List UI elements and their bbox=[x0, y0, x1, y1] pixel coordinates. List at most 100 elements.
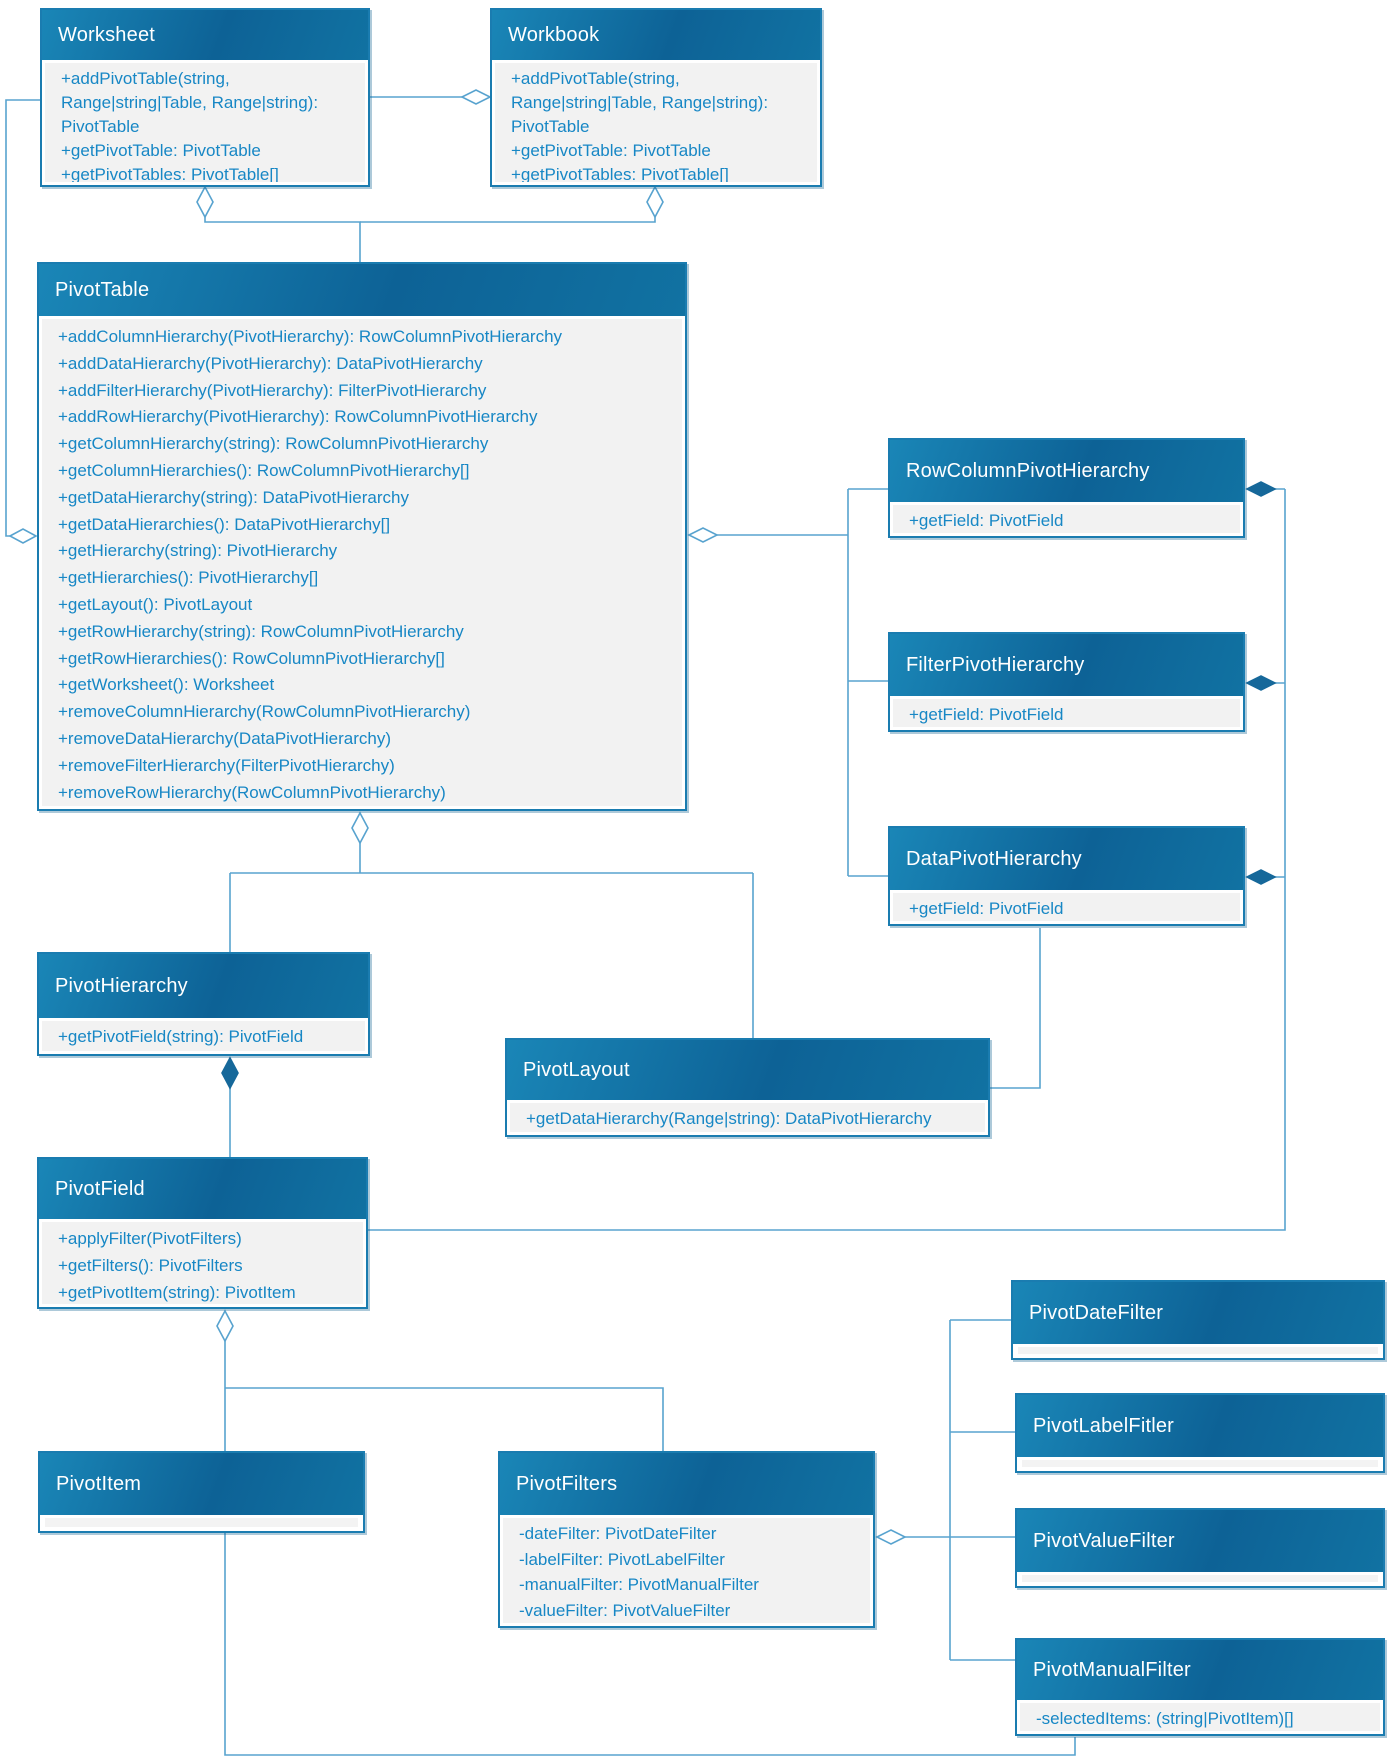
class-title: PivotDateFilter bbox=[1013, 1282, 1383, 1344]
class-member: +getPivotItem(string): PivotItem bbox=[58, 1283, 296, 1302]
class-member: +getLayout(): PivotLayout bbox=[58, 594, 253, 614]
class-member-list: +getField: PivotField bbox=[893, 893, 1240, 921]
class-member-list: -dateFilter: PivotDateFilter -labelFilte… bbox=[503, 1518, 870, 1623]
class-member: +getDataHierarchy(Range|string): DataPiv… bbox=[526, 1109, 932, 1128]
class-member: +removeRowHierarchy(RowColumnPivotHierar… bbox=[58, 782, 446, 802]
class-pivotlabelfitler: PivotLabelFitler bbox=[1015, 1393, 1385, 1473]
class-workbook: Workbook +addPivotTable(string, Range|st… bbox=[490, 8, 822, 187]
class-member: -dateFilter: PivotDateFilter bbox=[519, 1524, 717, 1543]
class-member: +addDataHierarchy(PivotHierarchy): DataP… bbox=[58, 353, 483, 373]
class-filterpivothierarchy: FilterPivotHierarchy +getField: PivotFie… bbox=[888, 632, 1245, 732]
class-title: FilterPivotHierarchy bbox=[890, 634, 1243, 696]
class-member: +getPivotTable: PivotTable bbox=[511, 141, 711, 160]
class-title: PivotField bbox=[39, 1159, 366, 1219]
empty-member-compartment bbox=[1022, 1575, 1378, 1582]
class-title: PivotItem bbox=[40, 1453, 363, 1515]
aggregation-diamond-pivotfilters-right bbox=[875, 1529, 907, 1545]
class-member: +getWorksheet(): Worksheet bbox=[58, 675, 275, 695]
class-member: +getDataHierarchy(string): DataPivotHier… bbox=[58, 487, 409, 507]
class-member-list: +getField: PivotField bbox=[893, 505, 1240, 533]
connector-pivottable-pivothierarchy-pivotlayout bbox=[229, 843, 754, 1038]
class-datapivothierarchy: DataPivotHierarchy +getField: PivotField bbox=[888, 826, 1245, 926]
class-member-list: +getDataHierarchy(Range|string): DataPiv… bbox=[510, 1103, 985, 1132]
class-member: -labelFilter: PivotLabelFilter bbox=[519, 1549, 725, 1569]
class-worksheet: Worksheet +addPivotTable(string, Range|s… bbox=[40, 8, 370, 187]
class-member: +getPivotField(string): PivotField bbox=[58, 1027, 304, 1046]
class-member-list: +applyFilter(PivotFilters) +getFilters()… bbox=[42, 1222, 363, 1304]
empty-member-compartment bbox=[1022, 1460, 1378, 1467]
class-member: +removeDataHierarchy(DataPivotHierarchy) bbox=[58, 728, 392, 748]
class-member-list: +getField: PivotField bbox=[893, 699, 1240, 727]
class-member: +getFilters(): PivotFilters bbox=[58, 1256, 243, 1275]
class-pivotdatefilter: PivotDateFilter bbox=[1011, 1280, 1385, 1360]
class-rowcolumnpivothierarchy: RowColumnPivotHierarchy +getField: Pivot… bbox=[888, 438, 1245, 538]
class-member-list: +addColumnHierarchy(PivotHierarchy): Row… bbox=[42, 319, 682, 806]
class-pivotfield: PivotField +applyFilter(PivotFilters) +g… bbox=[37, 1157, 368, 1309]
class-pivotvaluefilter: PivotValueFilter bbox=[1015, 1508, 1385, 1588]
class-member: +getRowHierarchies(): RowColumnPivotHier… bbox=[58, 648, 445, 668]
class-member: +getColumnHierarchies(): RowColumnPivotH… bbox=[58, 460, 470, 480]
composition-diamond-filterpivothierarchy bbox=[1245, 675, 1277, 691]
class-title: PivotLayout bbox=[507, 1040, 988, 1100]
empty-member-compartment bbox=[1018, 1347, 1378, 1354]
class-member-list: +addPivotTable(string, Range|string|Tabl… bbox=[45, 63, 365, 182]
empty-member-compartment bbox=[45, 1518, 358, 1527]
class-member: +getPivotTable: PivotTable bbox=[61, 141, 261, 160]
class-title: DataPivotHierarchy bbox=[890, 828, 1243, 890]
class-pivottable: PivotTable +addColumnHierarchy(PivotHier… bbox=[37, 262, 687, 811]
composition-diamond-pivothierarchy-bottom bbox=[221, 1056, 239, 1090]
class-title: PivotTable bbox=[39, 264, 685, 316]
class-member: +removeFilterHierarchy(FilterPivotHierar… bbox=[58, 755, 395, 775]
class-title: PivotValueFilter bbox=[1017, 1510, 1383, 1572]
connector-hierarchies-pivotfield bbox=[368, 488, 1286, 1231]
connector-pivottable-worksheet bbox=[204, 217, 361, 262]
composition-diamond-datapivothierarchy bbox=[1245, 869, 1277, 885]
class-pivotmanualfilter: PivotManualFilter -selectedItems: (strin… bbox=[1015, 1638, 1385, 1736]
class-member: -valueFilter: PivotValueFilter bbox=[519, 1600, 731, 1620]
aggregation-diamond-pivottable-right bbox=[687, 527, 719, 543]
aggregation-diamond-pivottable-left bbox=[8, 528, 38, 544]
class-title: PivotFilters bbox=[500, 1453, 873, 1515]
class-member: +getField: PivotField bbox=[909, 705, 1064, 724]
class-title: PivotManualFilter bbox=[1017, 1640, 1383, 1700]
class-member: +addColumnHierarchy(PivotHierarchy): Row… bbox=[58, 327, 563, 346]
class-member-list: +addPivotTable(string, Range|string|Tabl… bbox=[495, 63, 817, 182]
class-member: +getHierarchies(): PivotHierarchy[] bbox=[58, 568, 319, 588]
aggregation-diamond-workbook bbox=[460, 89, 492, 105]
composition-diamond-rowcolumnpivothierarchy bbox=[1245, 481, 1277, 497]
class-member: -selectedItems: (string|PivotItem)[] bbox=[1036, 1709, 1294, 1728]
class-pivotlayout: PivotLayout +getDataHierarchy(Range|stri… bbox=[505, 1038, 990, 1137]
connector-datapivothierarchy-pivotlayout bbox=[990, 928, 1041, 1089]
connector-pivottable-workbook bbox=[360, 217, 656, 223]
class-member: +getColumnHierarchy(string): RowColumnPi… bbox=[58, 434, 489, 454]
class-member: -manualFilter: PivotManualFilter bbox=[519, 1575, 759, 1594]
connector-pivotfield-pivotitem-pivotfilters bbox=[224, 1341, 664, 1451]
connector-pivotfilters-filterclasses bbox=[905, 1319, 1015, 1661]
class-title: RowColumnPivotHierarchy bbox=[890, 440, 1243, 502]
class-member: +addPivotTable(string, Range|string|Tabl… bbox=[511, 69, 769, 136]
class-member: +getRowHierarchy(string): RowColumnPivot… bbox=[58, 621, 464, 641]
class-member: +applyFilter(PivotFilters) bbox=[58, 1229, 242, 1248]
class-title: Workbook bbox=[492, 10, 820, 60]
class-member: +addRowHierarchy(PivotHierarchy): RowCol… bbox=[58, 407, 538, 427]
class-title: Worksheet bbox=[42, 10, 368, 60]
class-member-list: +getPivotField(string): PivotField bbox=[42, 1021, 365, 1051]
connector-pivotitem-pivotmanualfilter bbox=[224, 1533, 1076, 1756]
class-member: +removeColumnHierarchy(RowColumnPivotHie… bbox=[58, 702, 471, 722]
class-member: +getPivotTables: PivotTable[] bbox=[61, 165, 279, 182]
class-title: PivotLabelFitler bbox=[1017, 1395, 1383, 1457]
aggregation-diamond-worksheet-bottom bbox=[196, 185, 214, 219]
class-member: +addFilterHierarchy(PivotHierarchy): Fil… bbox=[58, 380, 487, 400]
class-member: +addPivotTable(string, Range|string|Tabl… bbox=[61, 69, 319, 136]
class-title: PivotHierarchy bbox=[39, 954, 368, 1018]
connector-worksheet-pivottable bbox=[5, 99, 40, 537]
connector-pivottable-hierarchies bbox=[717, 488, 888, 877]
class-pivotitem: PivotItem bbox=[38, 1451, 365, 1533]
class-pivothierarchy: PivotHierarchy +getPivotField(string): P… bbox=[37, 952, 370, 1056]
class-member: +getField: PivotField bbox=[909, 511, 1064, 530]
class-member: +getField: PivotField bbox=[909, 899, 1064, 918]
class-member: +getDataHierarchies(): DataPivotHierarch… bbox=[58, 514, 391, 534]
class-member-list: -selectedItems: (string|PivotItem)[] bbox=[1020, 1703, 1380, 1731]
aggregation-diamond-pivottable-bottom bbox=[351, 811, 369, 845]
